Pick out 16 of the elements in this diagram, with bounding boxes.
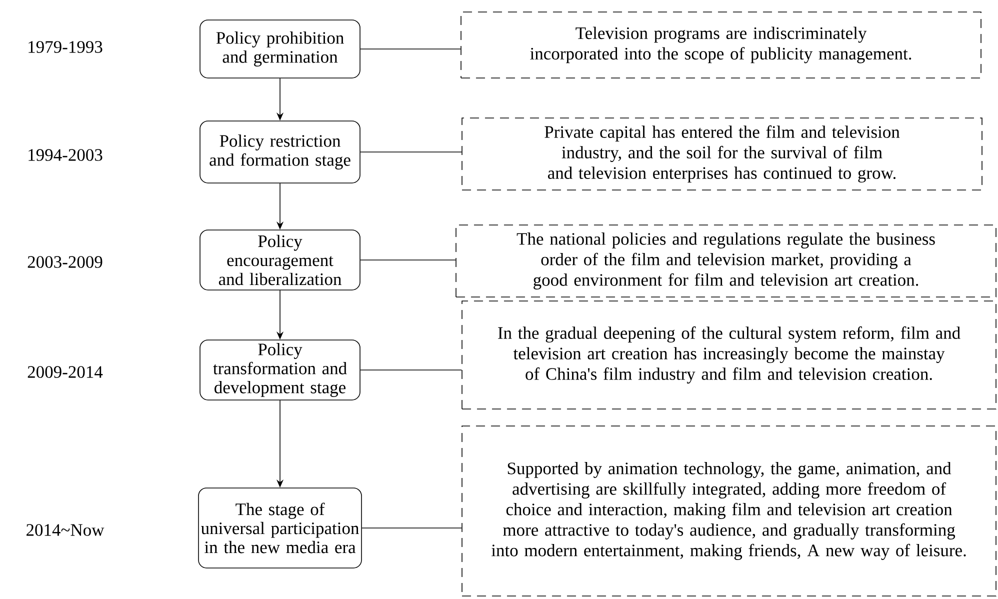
description-box: Television programs are indiscriminately incorporated into the scope of publicity management. bbox=[460, 12, 982, 78]
stage-box: Policy encouragement and liberalization bbox=[200, 230, 360, 290]
year-label: 1994-2003 bbox=[28, 149, 102, 161]
year-label: 2003-2009 bbox=[28, 256, 102, 268]
stage-box: Policy restriction and formation stage bbox=[200, 120, 360, 184]
connector-line bbox=[360, 48, 461, 50]
stage-box: The stage of universal participation in the new media era bbox=[198, 488, 362, 568]
description-box: Private capital has entered the film and television industry, and the soil for the survival of film and television enterprises has continued to grow. bbox=[462, 118, 982, 190]
stage-box: Policy transformation and development stage bbox=[200, 340, 360, 400]
year-label: 2009-2014 bbox=[28, 366, 103, 378]
year-label: 1979-1993 bbox=[28, 41, 102, 53]
description-box: In the gradual deepening of the cultural system reform, film and television art creation has increasingly become the mainstay of China's film industry and film and television creation. bbox=[462, 300, 996, 410]
stage-box: Policy prohibition and germination bbox=[200, 20, 360, 78]
description-box: Supported by animation technology, the game, animation, and advertising are skillfully integrated, adding more freedom of choice and interaction, making film and television art creation more attractive to today's audience, and gradually transforming into modern entertainment, making friends, A new way of leisure. bbox=[462, 426, 996, 596]
description-box: The national policies and regulations regulate the business order of the film and television market, providing a good environment for film and television art creation. bbox=[456, 224, 996, 298]
year-label: 2014~Now bbox=[26, 524, 104, 536]
